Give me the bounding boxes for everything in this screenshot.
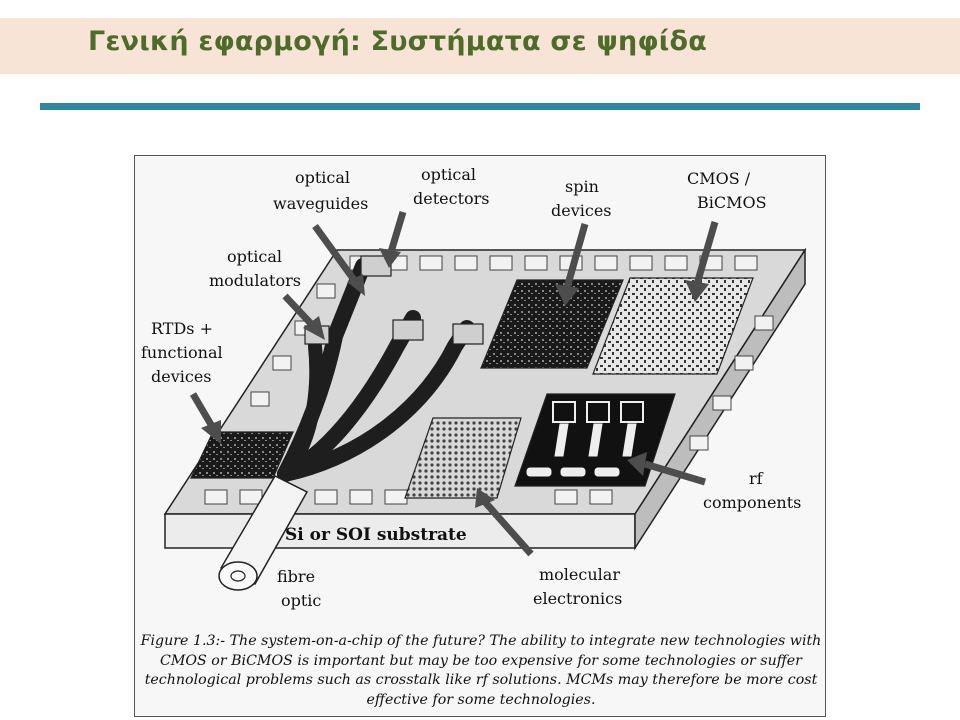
label-optical-detectors-1: optical: [421, 165, 476, 184]
title-divider: [40, 103, 920, 110]
label-optical-detectors-2: detectors: [413, 189, 490, 208]
label-optical-modulators-1: optical: [227, 247, 282, 266]
molecular-block: [404, 417, 522, 499]
optical-waveguides: [277, 258, 475, 482]
label-rtds-1: RTDs +: [151, 319, 213, 338]
label-cmos-bicmos-2: BiCMOS: [697, 193, 767, 212]
slide-title: Γενική εφαρμογή: Συστήματα σε ψηφίδα: [88, 26, 708, 57]
label-rf-2: components: [703, 493, 801, 512]
fibre-optic-cable: [218, 475, 309, 591]
label-fibre-2: optic: [281, 591, 321, 610]
label-rtds-2: functional: [141, 343, 223, 362]
label-optical-waveguides-2: waveguides: [273, 194, 368, 213]
title-band: [0, 18, 960, 74]
label-cmos-bicmos-1: CMOS /: [687, 169, 751, 188]
spin-devices-block: [480, 279, 624, 369]
label-optical-waveguides-1: optical: [295, 168, 350, 187]
rf-inductors: [526, 401, 644, 477]
label-rtds-3: devices: [151, 367, 212, 386]
cmos-block: [592, 277, 754, 375]
label-spin-devices-2: devices: [551, 201, 612, 220]
figure-caption: Figure 1.3:- The system-on-a-chip of the…: [140, 633, 822, 708]
label-arrows: [189, 210, 719, 557]
soc-diagram: optical waveguides optical detectors spi…: [141, 165, 807, 610]
label-molecular-2: electronics: [533, 589, 622, 608]
label-molecular-1: molecular: [539, 565, 620, 584]
label-fibre-1: fibre: [277, 567, 315, 586]
label-optical-modulators-2: modulators: [209, 271, 301, 290]
figure-frame: optical waveguides optical detectors spi…: [134, 155, 826, 717]
label-spin-devices-1: spin: [565, 177, 599, 196]
label-rf-1: rf: [749, 469, 764, 488]
label-substrate: Si or SOI substrate: [285, 525, 467, 545]
